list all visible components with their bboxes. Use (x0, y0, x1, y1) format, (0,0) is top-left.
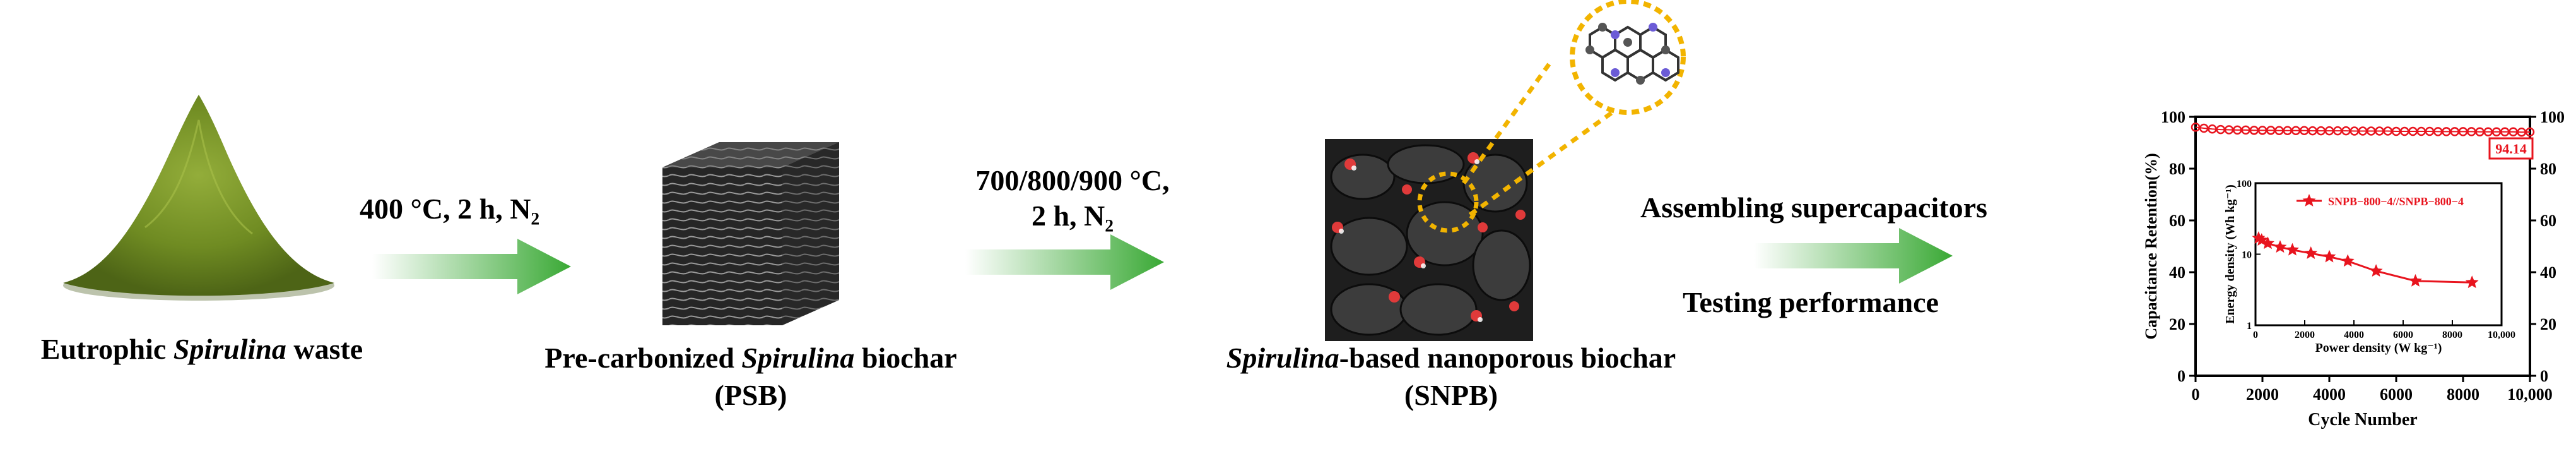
inset-series-point (2273, 240, 2287, 253)
inset-series-point (2341, 254, 2355, 267)
inset-series-point (2261, 236, 2274, 249)
y-tick-label: 40 (2169, 263, 2185, 282)
x-tick-label: 10,000 (2507, 385, 2553, 404)
y-tick-label-right: 100 (2540, 108, 2565, 126)
end-value-label: 94.14 (2495, 141, 2527, 157)
arrow3-bottom-label: Testing performance (1683, 286, 1939, 318)
retention-point (2208, 124, 2217, 134)
inset-series-point (2322, 249, 2336, 263)
retention-point (2300, 126, 2309, 135)
y-tick-label-right: 40 (2540, 263, 2556, 282)
retention-line (2195, 126, 2531, 133)
step2-label: Pre-carbonized Spirulina biochar (PSB) (492, 341, 1009, 412)
inset-y-tick-label: 100 (2237, 179, 2252, 189)
inset-frame (2254, 182, 2503, 327)
process-arrow-1 (372, 239, 571, 294)
retention-point (2467, 127, 2476, 136)
y-tick-label: 20 (2169, 315, 2185, 333)
retention-point (2199, 123, 2209, 133)
retention-point (2266, 126, 2276, 135)
process-arrow-2 (965, 234, 1164, 290)
arrow2-condition-label: 700/800/900 °C, 2 h, N₂ (975, 164, 1170, 232)
inset-x-tick-label: 8000 (2442, 330, 2462, 340)
retention-point (2525, 127, 2535, 137)
retention-point (2241, 125, 2250, 135)
inset-x-tick-label: 0 (2253, 330, 2258, 340)
retention-point (2224, 125, 2234, 135)
inset-x-tick-label: 10,000 (2488, 330, 2515, 340)
graphene-zoom-callout (1462, 0, 1686, 217)
y-tick-label: 80 (2169, 160, 2185, 178)
retention-point (2216, 124, 2225, 135)
y-tick-label: 0 (2177, 367, 2185, 385)
plot-frame (2194, 116, 2531, 377)
inset-legend-label: SNPB−800−4//SNPB−800−4 (2328, 195, 2464, 208)
inset-series-point (2286, 243, 2299, 256)
y-tick-label-right: 20 (2540, 315, 2556, 333)
inset-series-point (2465, 275, 2479, 289)
x-tick-label: 8000 (2447, 385, 2479, 404)
retention-point (2383, 126, 2392, 136)
retention-point (2341, 126, 2351, 136)
y-tick-label-right: 80 (2540, 160, 2556, 178)
x-tick-label: 0 (2192, 385, 2200, 404)
end-value-box (2488, 137, 2534, 160)
arrow3-top-label: Assembling supercapacitors (1640, 191, 1987, 224)
step3-label: Spirulina-based nanoporous biochar (SNPB… (1136, 341, 1767, 412)
x-tick-label: 2000 (2246, 385, 2279, 404)
step1-label: Eutrophic Spirulina waste (40, 333, 363, 365)
y-tick-label-right: 60 (2540, 212, 2556, 230)
y-tick-label: 100 (2161, 108, 2185, 126)
y-tick-label: 60 (2169, 212, 2185, 230)
inset-series-point (2369, 264, 2383, 277)
inset-y-axis-label: Energy density (Wh kg⁻¹) (2223, 184, 2237, 323)
spirulina-powder-image (63, 95, 334, 301)
inset-series-point (2304, 246, 2318, 259)
step2-abbrev: (PSB) (714, 379, 787, 411)
retention-point (2508, 127, 2518, 137)
inset-y-tick-label: 10 (2242, 250, 2252, 261)
y-tick-label-right: 0 (2540, 367, 2548, 385)
retention-point (2425, 126, 2435, 136)
inset-series-point (2409, 273, 2422, 287)
x-tick-label: 6000 (2380, 385, 2413, 404)
nanoporous-biochar-image (1325, 139, 1533, 341)
inset-x-tick-label: 2000 (2295, 330, 2315, 340)
y-axis-label: Capacitance Retention(%) (2142, 153, 2160, 339)
process-arrow-3 (1754, 228, 1953, 284)
inset-y-tick-label: 1 (2247, 321, 2252, 332)
biochar-cube-image (662, 142, 839, 325)
retention-point (2517, 127, 2526, 137)
arrow1-condition-label: 400 °C, 2 h, N₂ (360, 193, 540, 225)
step3-abbrev: (SNPB) (1404, 379, 1498, 411)
inset-x-axis-label: Power density (W kg⁻¹) (2315, 341, 2442, 355)
x-axis-label: Cycle Number (2308, 410, 2417, 429)
inset-x-tick-label: 6000 (2393, 330, 2413, 340)
retention-point (2191, 123, 2201, 132)
x-tick-label: 4000 (2313, 385, 2346, 404)
inset-x-tick-label: 4000 (2344, 330, 2364, 340)
